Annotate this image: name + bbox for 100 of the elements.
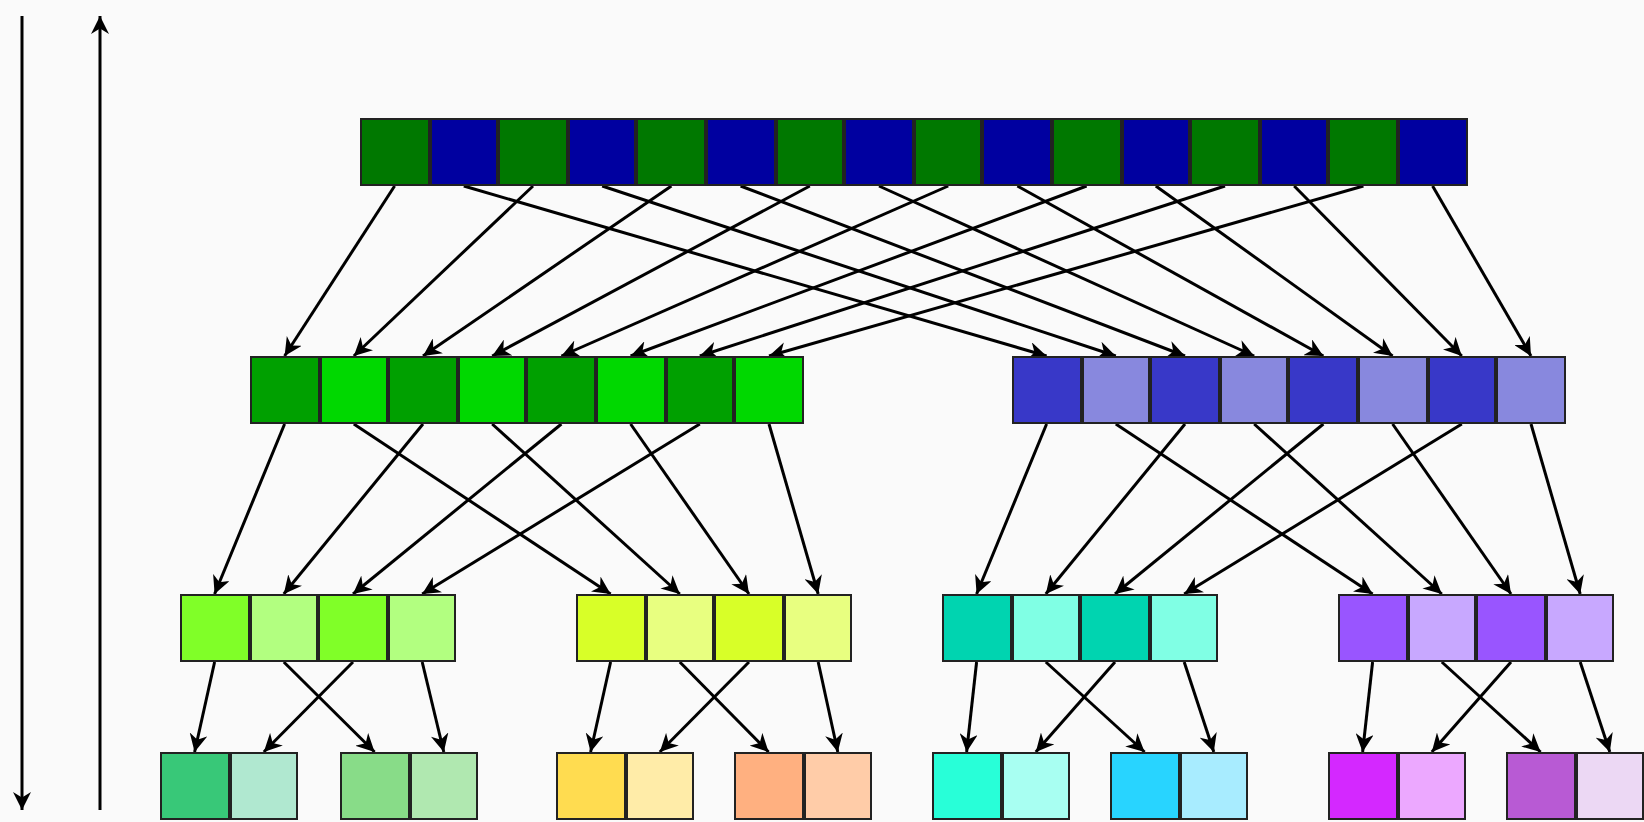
array-cell xyxy=(556,752,626,820)
arrow xyxy=(1016,184,1325,358)
arrow xyxy=(352,422,612,596)
array-cell xyxy=(180,594,250,662)
arrow xyxy=(678,660,770,754)
arrow xyxy=(1431,185,1533,357)
array-cell xyxy=(1407,594,1477,662)
arrow xyxy=(975,423,1048,595)
array-cell xyxy=(645,594,715,662)
arrow xyxy=(213,423,286,595)
array-cell xyxy=(982,118,1052,186)
array-cell xyxy=(387,594,457,662)
array-cell xyxy=(318,594,388,662)
array-cell xyxy=(1397,752,1467,820)
arrow xyxy=(282,660,376,754)
array-cell xyxy=(1288,356,1358,424)
array-cell xyxy=(498,118,568,186)
arrow xyxy=(491,184,811,358)
array-cell xyxy=(1190,118,1260,186)
array-cell xyxy=(1001,752,1071,820)
array-cell xyxy=(803,752,873,820)
array-cell xyxy=(636,118,706,186)
arrow xyxy=(740,184,1186,358)
array-cell xyxy=(526,356,596,424)
array-cell xyxy=(1338,594,1408,662)
array-cell xyxy=(1545,594,1615,662)
array-cell xyxy=(576,594,646,662)
array-cell xyxy=(942,594,1012,662)
array-cell xyxy=(567,118,637,186)
array-cell xyxy=(1012,356,1082,424)
arrow xyxy=(352,184,535,358)
array-cell xyxy=(409,752,479,820)
array-cell xyxy=(1328,752,1398,820)
array-cell xyxy=(1150,356,1220,424)
array-cell xyxy=(783,594,853,662)
array-cell xyxy=(319,356,389,424)
array-cell xyxy=(1358,356,1428,424)
array-cell xyxy=(1011,594,1081,662)
array-cell xyxy=(714,594,784,662)
arrow xyxy=(767,423,822,595)
arrow xyxy=(1355,661,1375,753)
arrow xyxy=(1293,184,1463,358)
arrow xyxy=(878,184,1255,358)
arrow xyxy=(491,422,681,596)
arrow xyxy=(699,184,1226,359)
array-cell xyxy=(340,752,410,820)
array-cell xyxy=(1149,594,1219,662)
arrow xyxy=(1391,423,1513,595)
array-cell xyxy=(1476,594,1546,662)
array-cell xyxy=(249,594,319,662)
array-cell xyxy=(429,118,499,186)
arrow xyxy=(1529,423,1584,595)
array-cell xyxy=(1110,752,1180,820)
array-cell xyxy=(913,118,983,186)
array-cell xyxy=(1081,356,1151,424)
array-cell xyxy=(844,118,914,186)
array-cell xyxy=(1121,118,1191,186)
array-cell xyxy=(1259,118,1329,186)
array-cell xyxy=(734,356,804,424)
arrow xyxy=(1114,422,1374,596)
array-cell xyxy=(625,752,695,820)
array-cell xyxy=(1080,594,1150,662)
array-cell xyxy=(457,356,527,424)
arrow xyxy=(189,661,217,753)
array-cell xyxy=(706,118,776,186)
arrow xyxy=(1578,661,1613,753)
arrow xyxy=(1034,661,1117,753)
arrow xyxy=(658,660,751,754)
array-cell xyxy=(229,752,299,820)
arrow xyxy=(1253,422,1443,596)
arrow xyxy=(262,660,355,754)
arrow xyxy=(629,423,751,595)
arrow xyxy=(1114,422,1325,596)
arrow xyxy=(768,184,1364,360)
arrow xyxy=(1440,660,1542,754)
array-cell xyxy=(932,752,1002,820)
array-cell xyxy=(665,356,735,424)
arrow xyxy=(422,184,673,358)
array-cell xyxy=(1398,118,1468,186)
array-cell xyxy=(734,752,804,820)
arrow xyxy=(463,184,1048,360)
array-cell xyxy=(388,356,458,424)
array-cell xyxy=(1496,356,1566,424)
arrow xyxy=(1183,422,1463,596)
arrow xyxy=(1044,660,1146,754)
arrow xyxy=(1430,661,1513,753)
arrow xyxy=(282,423,425,595)
array-cell xyxy=(250,356,320,424)
arrow xyxy=(421,422,701,596)
arrow xyxy=(1182,661,1217,753)
array-cell xyxy=(596,356,666,424)
arrow xyxy=(1044,423,1187,595)
array-cell xyxy=(775,118,845,186)
arrow xyxy=(1154,184,1394,358)
arrow xyxy=(816,661,843,753)
array-cell xyxy=(1328,118,1398,186)
arrow xyxy=(560,184,949,358)
array-cell xyxy=(1052,118,1122,186)
array-cell xyxy=(360,118,430,186)
array-cell xyxy=(1219,356,1289,424)
